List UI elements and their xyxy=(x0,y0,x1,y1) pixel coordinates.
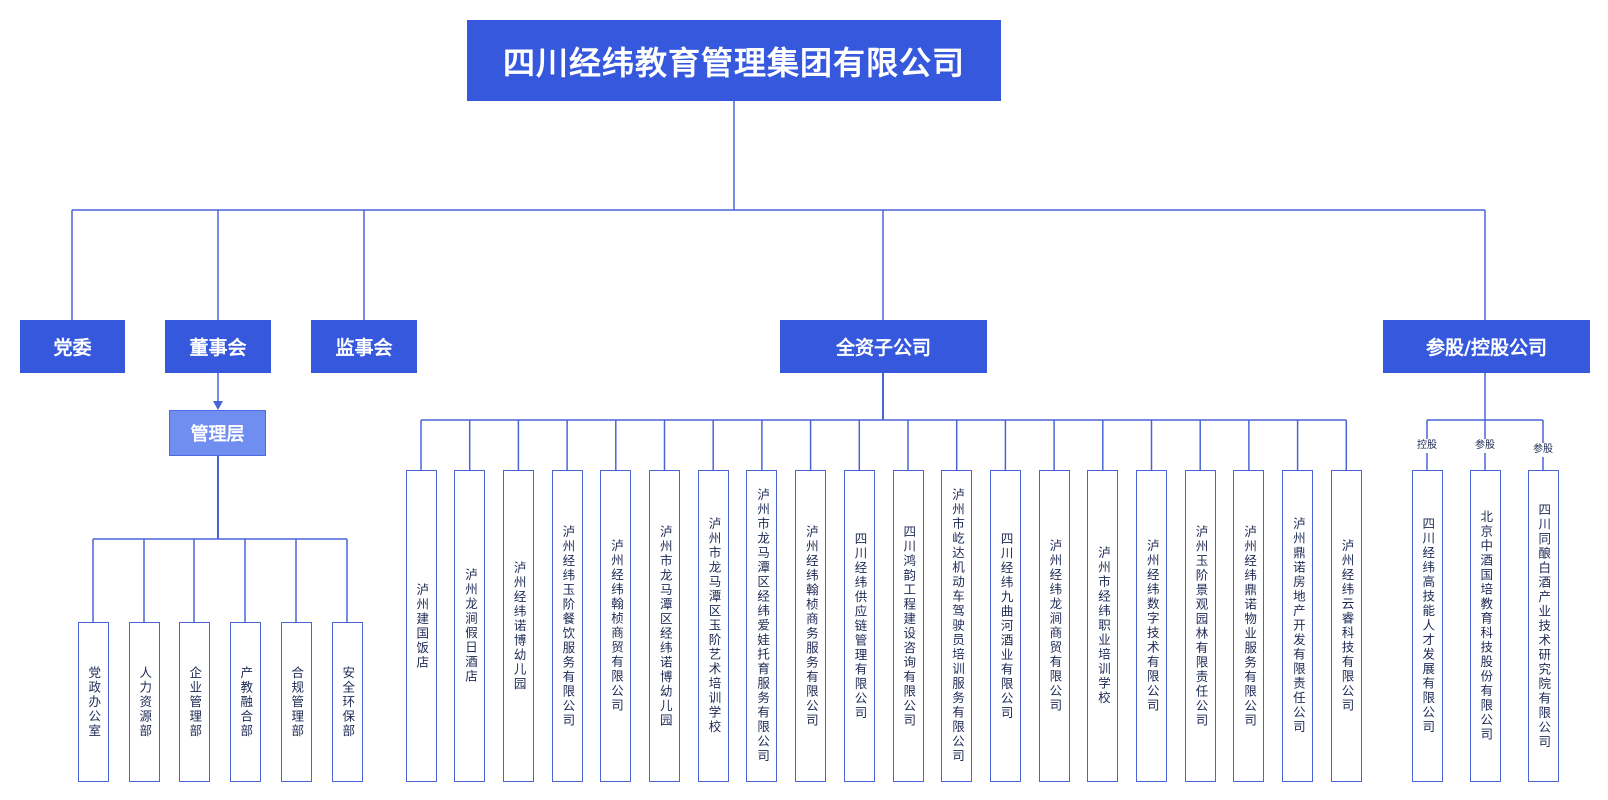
subsidiary-box: 四川鸿韵工程建设咨询有限公司 xyxy=(892,470,924,782)
subsidiary-box: 泸州玉阶景观园林有限责任公司 xyxy=(1184,470,1216,782)
subsidiary-label: 泸州龙涧假日酒店 xyxy=(462,568,478,684)
department-label: 安全环保部 xyxy=(340,665,356,739)
subsidiary-box: 泸州经纬玉阶餐饮服务有限公司 xyxy=(551,470,583,782)
wholly-owned-label: 全资子公司 xyxy=(835,337,931,359)
subsidiary-label: 泸州市龙马潭区经纬诺博幼儿园 xyxy=(657,524,673,728)
subsidiary-label: 四川鸿韵工程建设咨询有限公司 xyxy=(901,524,917,728)
subsidiary-label: 泸州鼎诺房地产开发有限责任公司 xyxy=(1290,517,1306,735)
party-committee-label: 党委 xyxy=(53,337,92,359)
party-committee-box: 党委 xyxy=(20,320,125,373)
subsidiary-box: 泸州经纬诺博幼儿园 xyxy=(502,470,534,782)
subsidiary-label: 泸州经纬云睿科技有限公司 xyxy=(1339,539,1355,713)
share-relation-label: 参股 xyxy=(1471,439,1499,453)
holdings-label: 参股/控股公司 xyxy=(1426,337,1547,359)
subsidiary-box: 泸州经纬翰桢商务服务有限公司 xyxy=(795,470,827,782)
subsidiary-label: 泸州经纬诺博幼儿园 xyxy=(511,560,527,692)
subsidiary-label: 泸州市龙马潭区玉阶艺术培训学校 xyxy=(706,517,722,735)
department-label: 人力资源部 xyxy=(137,665,153,739)
subsidiary-box: 泸州市经纬职业培训学校 xyxy=(1087,470,1119,782)
subsidiary-box: 四川经纬九曲河酒业有限公司 xyxy=(989,470,1021,782)
share-relation-label: 参股 xyxy=(1529,443,1557,457)
subsidiary-box: 泸州市屹达机动车驾驶员培训服务有限公司 xyxy=(941,470,973,782)
subsidiary-label: 泸州建国饭店 xyxy=(414,582,430,670)
subsidiary-label: 泸州经纬鼎诺物业服务有限公司 xyxy=(1242,524,1258,728)
share-relation-label: 控股 xyxy=(1413,439,1441,453)
holding-company-box: 四川经纬高技能人才发展有限公司 xyxy=(1411,470,1443,782)
subsidiary-label: 泸州经纬翰桢商贸有限公司 xyxy=(609,539,625,713)
subsidiary-box: 泸州龙涧假日酒店 xyxy=(454,470,486,782)
subsidiary-box: 泸州经纬云睿科技有限公司 xyxy=(1330,470,1362,782)
wholly-owned-box: 全资子公司 xyxy=(780,320,987,373)
holding-company-label: 北京中酒国培教育科技股份有限公司 xyxy=(1478,510,1494,742)
root-company-box: 四川经纬教育管理集团有限公司 xyxy=(467,20,1001,101)
subsidiary-label: 泸州经纬数字技术有限公司 xyxy=(1144,539,1160,713)
subsidiary-label: 泸州经纬玉阶餐饮服务有限公司 xyxy=(560,524,576,728)
subsidiary-label: 泸州市龙马潭区经纬爱娃托育服务有限公司 xyxy=(755,488,771,764)
subsidiary-box: 泸州经纬数字技术有限公司 xyxy=(1136,470,1167,782)
department-box: 安全环保部 xyxy=(331,622,363,782)
board-label: 董事会 xyxy=(189,337,247,359)
holding-company-label: 四川同酿白酒产业技术研究院有限公司 xyxy=(1536,502,1552,750)
subsidiary-label: 泸州经纬龙涧商贸有限公司 xyxy=(1047,539,1063,713)
department-box: 合规管理部 xyxy=(280,622,312,782)
management-box: 管理层 xyxy=(169,410,266,456)
subsidiary-label: 泸州市屹达机动车驾驶员培训服务有限公司 xyxy=(949,488,965,764)
department-box: 企业管理部 xyxy=(178,622,210,782)
holding-company-box: 北京中酒国培教育科技股份有限公司 xyxy=(1469,470,1501,782)
subsidiary-box: 泸州市龙马潭区经纬诺博幼儿园 xyxy=(649,470,680,782)
subsidiary-box: 泸州经纬翰桢商贸有限公司 xyxy=(600,470,632,782)
subsidiary-box: 泸州市龙马潭区玉阶艺术培训学校 xyxy=(697,470,729,782)
subsidiary-box: 泸州经纬鼎诺物业服务有限公司 xyxy=(1233,470,1265,782)
management-label: 管理层 xyxy=(190,424,245,445)
subsidiary-label: 四川经纬九曲河酒业有限公司 xyxy=(998,531,1014,721)
department-box: 产教融合部 xyxy=(229,622,261,782)
board-box: 董事会 xyxy=(165,320,271,373)
department-label: 企业管理部 xyxy=(187,665,203,739)
department-label: 合规管理部 xyxy=(289,665,305,739)
subsidiary-label: 四川经纬供应链管理有限公司 xyxy=(852,531,868,721)
subsidiary-label: 泸州经纬翰桢商务服务有限公司 xyxy=(803,524,819,728)
subsidiary-box: 四川经纬供应链管理有限公司 xyxy=(843,470,875,782)
department-box: 人力资源部 xyxy=(128,622,160,782)
supervisory-board-box: 监事会 xyxy=(311,320,417,373)
subsidiary-box: 泸州建国饭店 xyxy=(405,470,437,782)
department-label: 党政办公室 xyxy=(86,665,102,739)
subsidiary-box: 泸州市龙马潭区经纬爱娃托育服务有限公司 xyxy=(746,470,778,782)
arrow-head xyxy=(213,401,223,410)
holding-company-box: 四川同酿白酒产业技术研究院有限公司 xyxy=(1527,470,1559,782)
department-label: 产教融合部 xyxy=(238,665,254,739)
subsidiary-label: 泸州玉阶景观园林有限责任公司 xyxy=(1193,524,1209,728)
root-company-label: 四川经纬教育管理集团有限公司 xyxy=(502,43,965,82)
supervisory-board-label: 监事会 xyxy=(335,337,393,359)
holdings-box: 参股/控股公司 xyxy=(1383,320,1590,373)
subsidiary-box: 泸州经纬龙涧商贸有限公司 xyxy=(1038,470,1070,782)
subsidiary-box: 泸州鼎诺房地产开发有限责任公司 xyxy=(1282,470,1314,782)
holding-company-label: 四川经纬高技能人才发展有限公司 xyxy=(1420,517,1436,735)
subsidiary-label: 泸州市经纬职业培训学校 xyxy=(1096,546,1112,706)
department-box: 党政办公室 xyxy=(77,622,109,782)
